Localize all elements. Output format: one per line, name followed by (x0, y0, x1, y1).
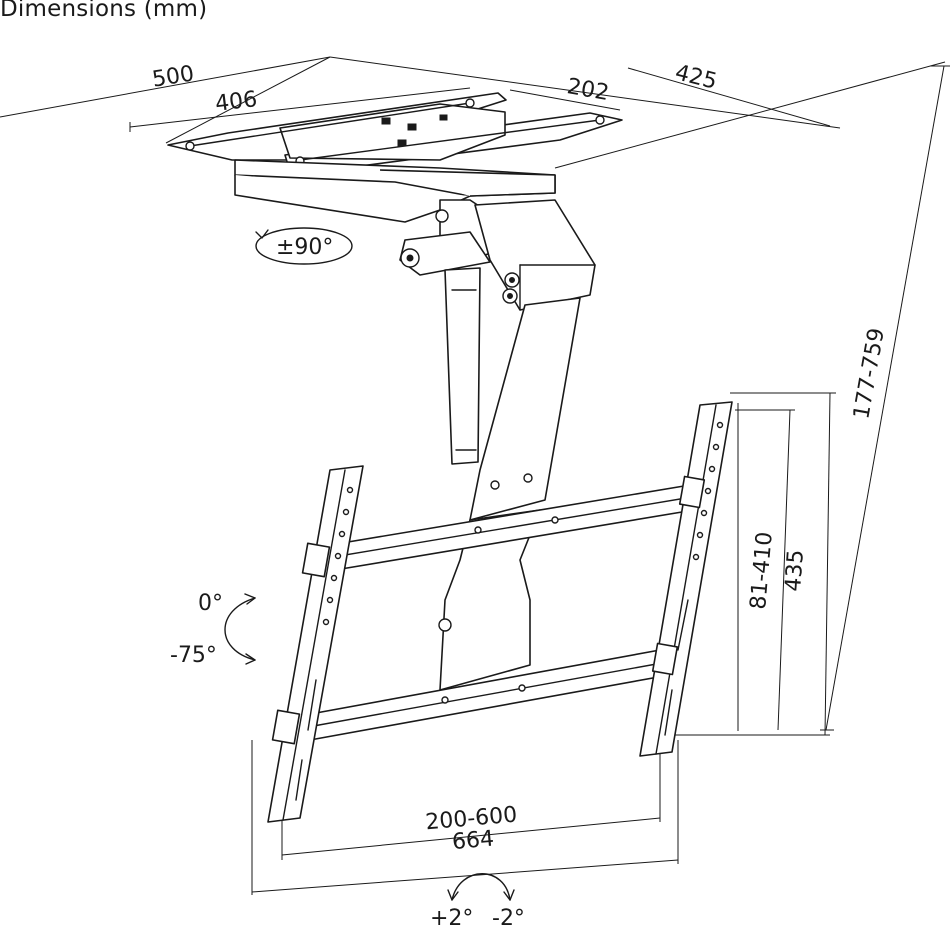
dim-line-81-410 (735, 403, 795, 731)
swivel-rotation-icon (255, 227, 353, 265)
dim-line-406 (129, 87, 471, 132)
vertical-bracket-right (639, 401, 733, 757)
ceiling-plate (167, 92, 623, 223)
swivel-label: ±90° (276, 235, 333, 260)
tilt-rotation-icon (224, 593, 256, 665)
dim-664-label: 664 (451, 826, 495, 855)
lower-arm (438, 297, 581, 691)
swivel-joint (399, 199, 501, 276)
dim-line-425 (554, 61, 946, 169)
page-title: Dimensions (mm) (0, 0, 208, 22)
dim-line-200-600 (281, 745, 661, 860)
dim-line-664 (251, 740, 679, 895)
tilt-bottom-label: -75° (170, 643, 217, 668)
dim-line-500 (0, 56, 841, 144)
dim-425-label: 425 (673, 60, 720, 94)
dim-line-177-759 (820, 65, 950, 731)
level-left-label: +2° (430, 906, 473, 927)
dim-500-label: 500 (151, 61, 196, 92)
level-rotation-icon (447, 873, 515, 901)
dim-line-435 (670, 392, 836, 736)
level-right-label: -2° (492, 906, 525, 927)
vertical-bracket-left (267, 465, 364, 823)
dim-435-label: 435 (781, 549, 809, 593)
gas-spring (444, 267, 481, 465)
dim-line-202 (509, 89, 621, 111)
tilt-top-label: 0° (198, 591, 223, 616)
upper-arm (474, 199, 596, 311)
dim-406-label: 406 (214, 87, 259, 117)
dim-81-410-label: 81-410 (746, 531, 778, 611)
